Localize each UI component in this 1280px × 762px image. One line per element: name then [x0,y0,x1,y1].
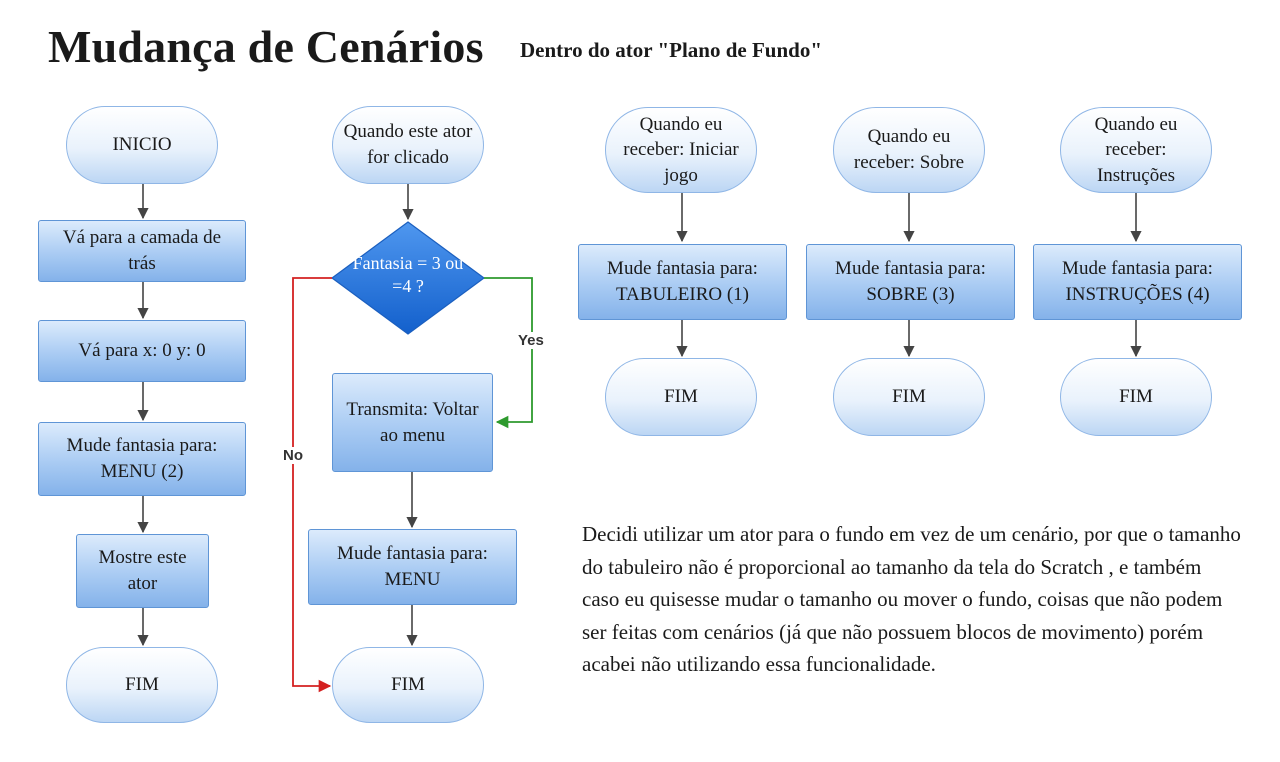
f1-step4-label: Mostre este ator [98,547,187,594]
explanation-note: Decidi utilizar um ator para o fundo em … [582,522,1241,677]
f5-step1-label: Mude fantasia para: INSTRUÇÕES (4) [1062,258,1213,305]
f1-step2-label: Vá para x: 0 y: 0 [78,340,206,362]
f2-start-label: Quando este ator for clicado [343,121,473,168]
f1-show-block: Mostre este ator [76,534,209,608]
f4-start-terminal: Quando eu receber: Sobre [833,107,985,193]
f1-start-terminal: INICIO [66,106,218,184]
f1-end-terminal: FIM [66,647,218,723]
f4-end-terminal: FIM [833,358,985,436]
f2-step1-label: Transmita: Voltar ao menu [346,398,479,446]
arrow-yes [484,277,533,429]
f3-start-terminal: Quando eu receber: Iniciar jogo [605,107,757,193]
f1-start-label: INICIO [112,134,172,156]
arrow-no [292,277,332,693]
f2-costume-menu-block: Mude fantasia para: MENU [308,529,517,605]
page-title: Mudança de Cenários [48,21,484,72]
f3-start-label: Quando eu receber: Iniciar jogo [623,113,739,186]
f4-start-label: Quando eu receber: Sobre [853,126,965,173]
f2-step2-label: Mude fantasia para: MENU [337,543,488,590]
f5-end-label: FIM [1119,386,1153,408]
f1-goto-xy-block: Vá para x: 0 y: 0 [38,320,246,382]
f1-end-label: FIM [125,674,159,696]
decision-diamond [330,221,486,335]
f1-step1-label: Vá para a camada de trás [62,227,222,274]
f2-start-terminal: Quando este ator for clicado [332,106,484,184]
f5-start-label: Quando eu receber: Instruções [1094,113,1178,186]
f3-step1-label: Mude fantasia para: TABULEIRO (1) [607,258,758,305]
no-label: No [281,447,305,464]
yes-label: Yes [516,332,546,349]
f3-costume-tabuleiro-block: Mude fantasia para: TABULEIRO (1) [578,244,787,320]
f2-decision-label: Fantasia = 3 ou =4 ? [352,252,464,296]
f3-end-terminal: FIM [605,358,757,436]
f1-layer-back-block: Vá para a camada de trás [38,220,246,282]
f4-step1-label: Mude fantasia para: SOBRE (3) [835,258,986,305]
f2-broadcast-block: Transmita: Voltar ao menu [332,373,493,472]
f4-end-label: FIM [892,386,926,408]
f2-end-label: FIM [391,674,425,696]
f5-end-terminal: FIM [1060,358,1212,436]
f5-start-terminal: Quando eu receber: Instruções [1060,107,1212,193]
f4-costume-sobre-block: Mude fantasia para: SOBRE (3) [806,244,1015,320]
page-subtitle: Dentro do ator "Plano de Fundo" [520,38,822,62]
f1-step3-label: Mude fantasia para: MENU (2) [66,435,218,482]
f3-end-label: FIM [664,386,698,408]
f2-end-terminal: FIM [332,647,484,723]
f1-costume-menu-block: Mude fantasia para: MENU (2) [38,422,246,496]
f5-costume-instrucoes-block: Mude fantasia para: INSTRUÇÕES (4) [1033,244,1242,320]
